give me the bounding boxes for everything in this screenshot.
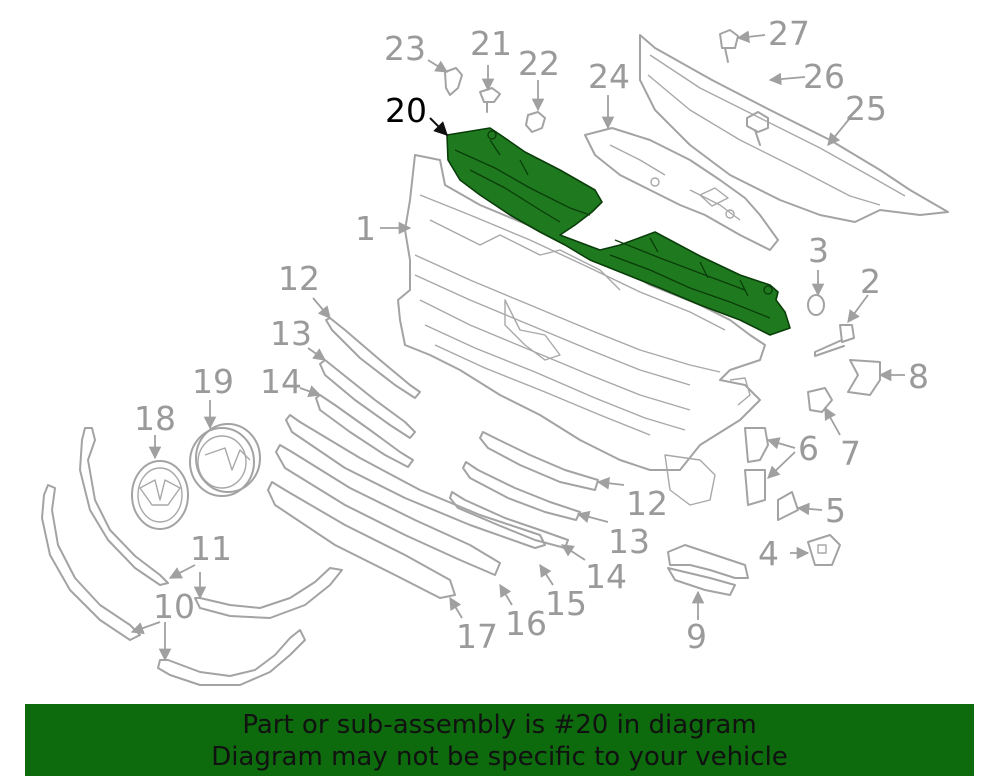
part-25-upper-shroud (639, 34, 949, 223)
callout-20-highlighted: 20 (385, 91, 427, 130)
info-banner: Part or sub-assembly is #20 in diagram D… (25, 704, 974, 776)
leader-lines (130, 30, 905, 662)
banner-line-1: Part or sub-assembly is #20 in diagram (242, 710, 757, 740)
parts-diagram: 1 2 3 4 5 6 7 8 9 10 11 12 12 13 13 14 1… (41, 14, 949, 686)
part-19-emblem-base (189, 423, 261, 497)
part-20-support-highlighted (446, 127, 791, 336)
callout-12a: 12 (278, 259, 320, 298)
callout-25: 25 (845, 89, 887, 128)
callout-10: 10 (153, 587, 195, 626)
callout-13b: 13 (608, 522, 650, 561)
callout-26: 26 (803, 57, 845, 96)
callout-23: 23 (384, 29, 426, 68)
callout-15: 15 (545, 584, 587, 623)
callout-1: 1 (355, 209, 376, 248)
callout-labels: 1 2 3 4 5 6 7 8 9 10 11 12 12 13 13 14 1… (134, 14, 929, 656)
callout-18: 18 (134, 399, 176, 438)
part-1-grille (397, 154, 766, 506)
callout-14b: 14 (585, 557, 627, 596)
parts-10-11-trims (41, 427, 343, 686)
parts-15-16-17-lower-mouldings (267, 414, 546, 599)
parts-12-13-14-upper-mouldings (315, 317, 421, 468)
callout-27: 27 (768, 14, 810, 53)
part-18-emblem (131, 460, 189, 530)
callout-13a: 13 (270, 314, 312, 353)
banner-line-2: Diagram may not be specific to your vehi… (211, 742, 788, 772)
callout-17: 17 (456, 617, 498, 656)
callout-24: 24 (588, 57, 630, 96)
callout-19: 19 (192, 362, 234, 401)
callout-8: 8 (908, 357, 929, 396)
callout-22: 22 (518, 44, 560, 83)
callout-12b: 12 (626, 484, 668, 523)
part-9-bracket (667, 544, 749, 596)
callout-5: 5 (825, 491, 846, 530)
callout-21: 21 (470, 24, 512, 63)
callout-4: 4 (758, 534, 779, 573)
callout-16: 16 (505, 604, 547, 643)
callout-14a: 14 (260, 362, 302, 401)
part-24-bracket (584, 127, 779, 251)
callout-7: 7 (840, 434, 861, 473)
callout-3: 3 (808, 231, 829, 270)
callout-9: 9 (686, 617, 707, 656)
callout-11: 11 (190, 529, 232, 568)
callout-2: 2 (860, 262, 881, 301)
callout-6: 6 (798, 429, 819, 468)
